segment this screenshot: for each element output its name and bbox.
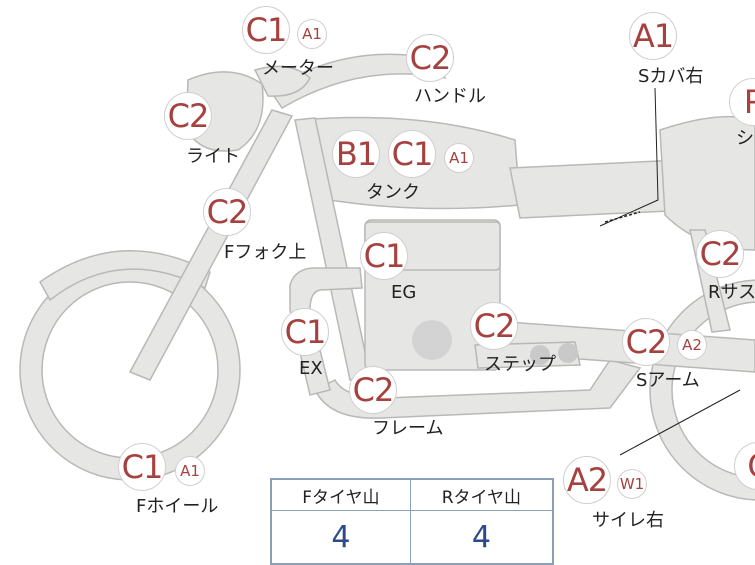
badge-handle-1: C2 [406,34,454,82]
front-tire-header: Fタイヤ山 [270,478,411,511]
badge-tank-3: A1 [444,143,474,173]
frame-rail [313,359,642,419]
label-ffork: Fフォク上 [224,242,307,263]
badge-sarm-2: A2 [677,330,707,360]
step-peg-2 [558,343,578,363]
label-silencer: サイレ右 [592,510,664,531]
badge-sarm-1: C2 [622,318,670,366]
label-rsus: Rサス [708,282,755,303]
label-sarm: Sアーム [636,370,700,391]
label-fwheel: Fホイール [136,496,219,517]
label-ex: EX [299,358,323,379]
label-frame: フレーム [372,418,444,439]
badge-meter-2: A1 [297,19,327,49]
engine-cover [412,320,452,360]
label-eg: EG [391,282,417,303]
badge-fwheel-1: C1 [118,443,166,491]
badge-ffork-1: C2 [203,188,251,236]
front-fender [39,250,211,302]
badge-step-1: C2 [470,302,518,350]
front-fork [128,109,294,381]
rear-tire-header: Rタイヤ山 [409,478,554,511]
label-handle: ハンドル [414,86,486,107]
badge-scover-1: A1 [629,12,677,60]
label-step: ステップ [484,354,556,375]
badge-tank-1: B1 [332,130,380,178]
badge-ex-1: C1 [281,308,329,356]
leader-silencer [619,389,741,456]
badge-silencer-1: A2 [563,456,611,504]
badge-rsus-1: C2 [696,230,744,278]
badge-silencer-2: W1 [617,469,647,499]
front-tire-value: 4 [270,510,411,565]
badge-frame-1: C2 [349,366,397,414]
badge-eg-1: C1 [360,232,408,280]
front-wheel-inner [41,281,219,459]
rear-tire-value: 4 [409,510,554,565]
badge-fwheel-2: A1 [175,456,205,486]
label-scover: Sカバ右 [638,66,704,87]
badge-meter-1: C1 [242,6,290,54]
tire-tread-table: Fタイヤ山 Rタイヤ山 4 4 [270,478,554,565]
label-meter: メーター [262,58,334,79]
handlebar [268,53,447,110]
label-seat: シ [736,128,754,149]
badge-tank-2: C1 [388,130,436,178]
step-peg-1 [530,345,550,365]
label-light: ライト [186,146,240,167]
badge-light-1: C2 [164,92,212,140]
meter [253,65,311,97]
label-tank: タンク [366,182,420,203]
